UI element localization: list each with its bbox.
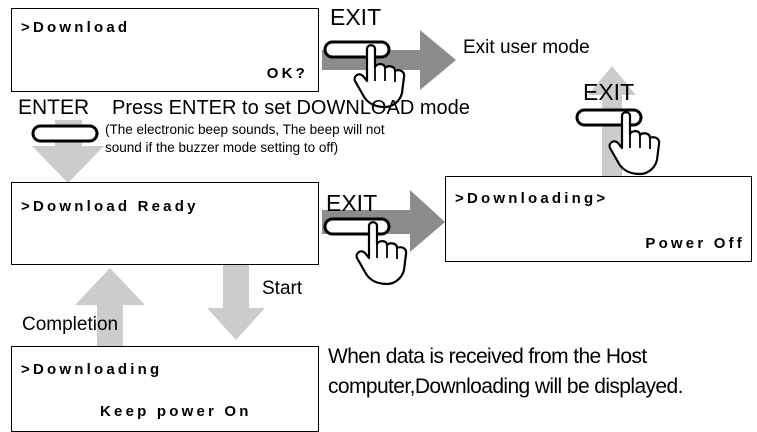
hand-press-icon bbox=[608, 111, 661, 176]
enter-key-label: ENTER bbox=[18, 96, 90, 119]
exit-key-label: EXIT bbox=[583, 79, 635, 105]
completion-label: Completion bbox=[22, 314, 119, 335]
exit-key-button[interactable] bbox=[323, 217, 391, 236]
lcd-line-1: >Downloading bbox=[21, 361, 163, 378]
start-label: Start bbox=[262, 278, 303, 299]
exit-key-button[interactable] bbox=[575, 108, 643, 127]
arrow-exit-user-mode bbox=[322, 30, 456, 90]
beep-note-line-2: sound if the buzzer mode setting to off) bbox=[105, 140, 339, 155]
lcd-line-1: >Download Ready bbox=[21, 198, 199, 215]
hand-press-icon bbox=[355, 221, 408, 286]
beep-note-line-1: (The electronic beep sounds, The beep wi… bbox=[105, 122, 385, 137]
exit-key-label: EXIT bbox=[326, 190, 378, 216]
arrow-completion-up bbox=[75, 268, 145, 347]
lcd-line-2: Power Off bbox=[645, 235, 745, 252]
arrow-enter-down bbox=[32, 120, 104, 183]
host-note-line-1: When data is received from the Host bbox=[328, 345, 647, 368]
lcd-downloading-keep-on: >Downloading Keep power On bbox=[11, 346, 319, 432]
host-note-line-2: computer,Downloading will be displayed. bbox=[328, 375, 683, 398]
lcd-line-1: >Download bbox=[21, 19, 131, 36]
enter-key-button[interactable] bbox=[31, 124, 99, 143]
lcd-line-2: Keep power On bbox=[100, 403, 252, 420]
arrow-start-down bbox=[207, 264, 265, 340]
hand-press-icon bbox=[353, 44, 406, 109]
lcd-download: >Download OK? bbox=[11, 8, 319, 92]
exit-user-mode-label: Exit user mode bbox=[463, 37, 590, 58]
lcd-line-1: >Downloading> bbox=[455, 190, 609, 207]
lcd-line-2: OK? bbox=[266, 65, 308, 82]
exit-key-button[interactable] bbox=[323, 40, 391, 59]
lcd-downloading-power-off: >Downloading> Power Off bbox=[445, 176, 752, 262]
enter-instruction: Press ENTER to set DOWNLOAD mode bbox=[112, 97, 470, 119]
lcd-download-ready: >Download Ready bbox=[11, 182, 319, 265]
exit-key-label: EXIT bbox=[330, 4, 382, 30]
